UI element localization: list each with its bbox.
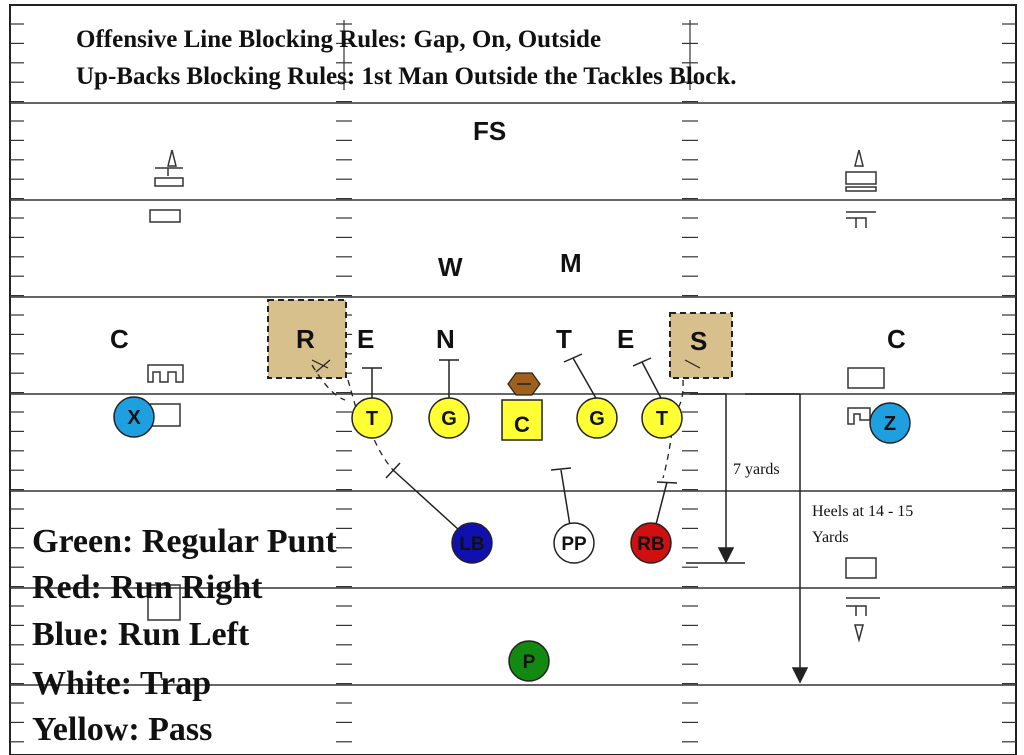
legend-blue: Blue: Run Left [32,616,250,653]
color-legend: Green: Regular Punt Red: Run Right Blue:… [32,523,337,748]
defender-m: M [560,248,582,278]
legend-white: White: Trap [32,665,211,702]
player-p-label: P [523,652,536,673]
heels-label-line-1: Heels at 14 - 15 [812,503,913,520]
defender-r: R [296,324,315,354]
defender-n: N [436,324,455,354]
depth-arrows [686,393,809,684]
defender-t: T [556,324,572,354]
player-lb-label: LB [459,534,484,555]
player-lb [451,522,493,564]
player-g-left [428,397,470,439]
player-x-label: X [127,407,141,429]
legend-red: Red: Run Right [32,569,263,606]
defender-c-left: C [110,324,129,354]
defender-e-right: E [617,324,634,354]
heels-label-line-2: Yards [812,529,849,546]
defender-w: W [438,252,463,282]
legend-yellow: Yellow: Pass [32,711,212,748]
player-x [113,396,155,438]
player-g-left-label: G [441,408,457,430]
player-pp-label: PP [561,534,587,555]
player-t-left-label: T [366,408,378,430]
player-rb-label: RB [637,534,664,555]
header-line-2: Up-Backs Blocking Rules: 1st Man Outside… [76,63,737,90]
defender-fs: FS [473,116,506,146]
player-g-right-label: G [589,408,605,430]
defender-c-right: C [887,324,906,354]
player-g-right [576,397,618,439]
yard-lines [10,102,1016,686]
defender-s: S [690,326,707,356]
small-marks [311,359,701,373]
player-pp [553,522,595,564]
defender-e-left: E [357,324,374,354]
defender-box-r [267,299,347,379]
player-z-label: Z [884,413,896,435]
player-c-label: C [514,412,530,437]
player-c [501,399,543,441]
player-z [869,402,911,444]
player-t-right-label: T [656,408,668,430]
header-line-1: Offensive Line Blocking Rules: Gap, On, … [76,26,601,53]
player-t-left [351,397,393,439]
legend-green: Green: Regular Punt [32,523,337,560]
seven-yards-label: 7 yards [733,461,780,478]
player-t-right [641,397,683,439]
goal-post-symbols [147,149,885,643]
player-p [508,640,550,682]
player-rb [630,522,672,564]
defender-box-s [669,312,733,379]
